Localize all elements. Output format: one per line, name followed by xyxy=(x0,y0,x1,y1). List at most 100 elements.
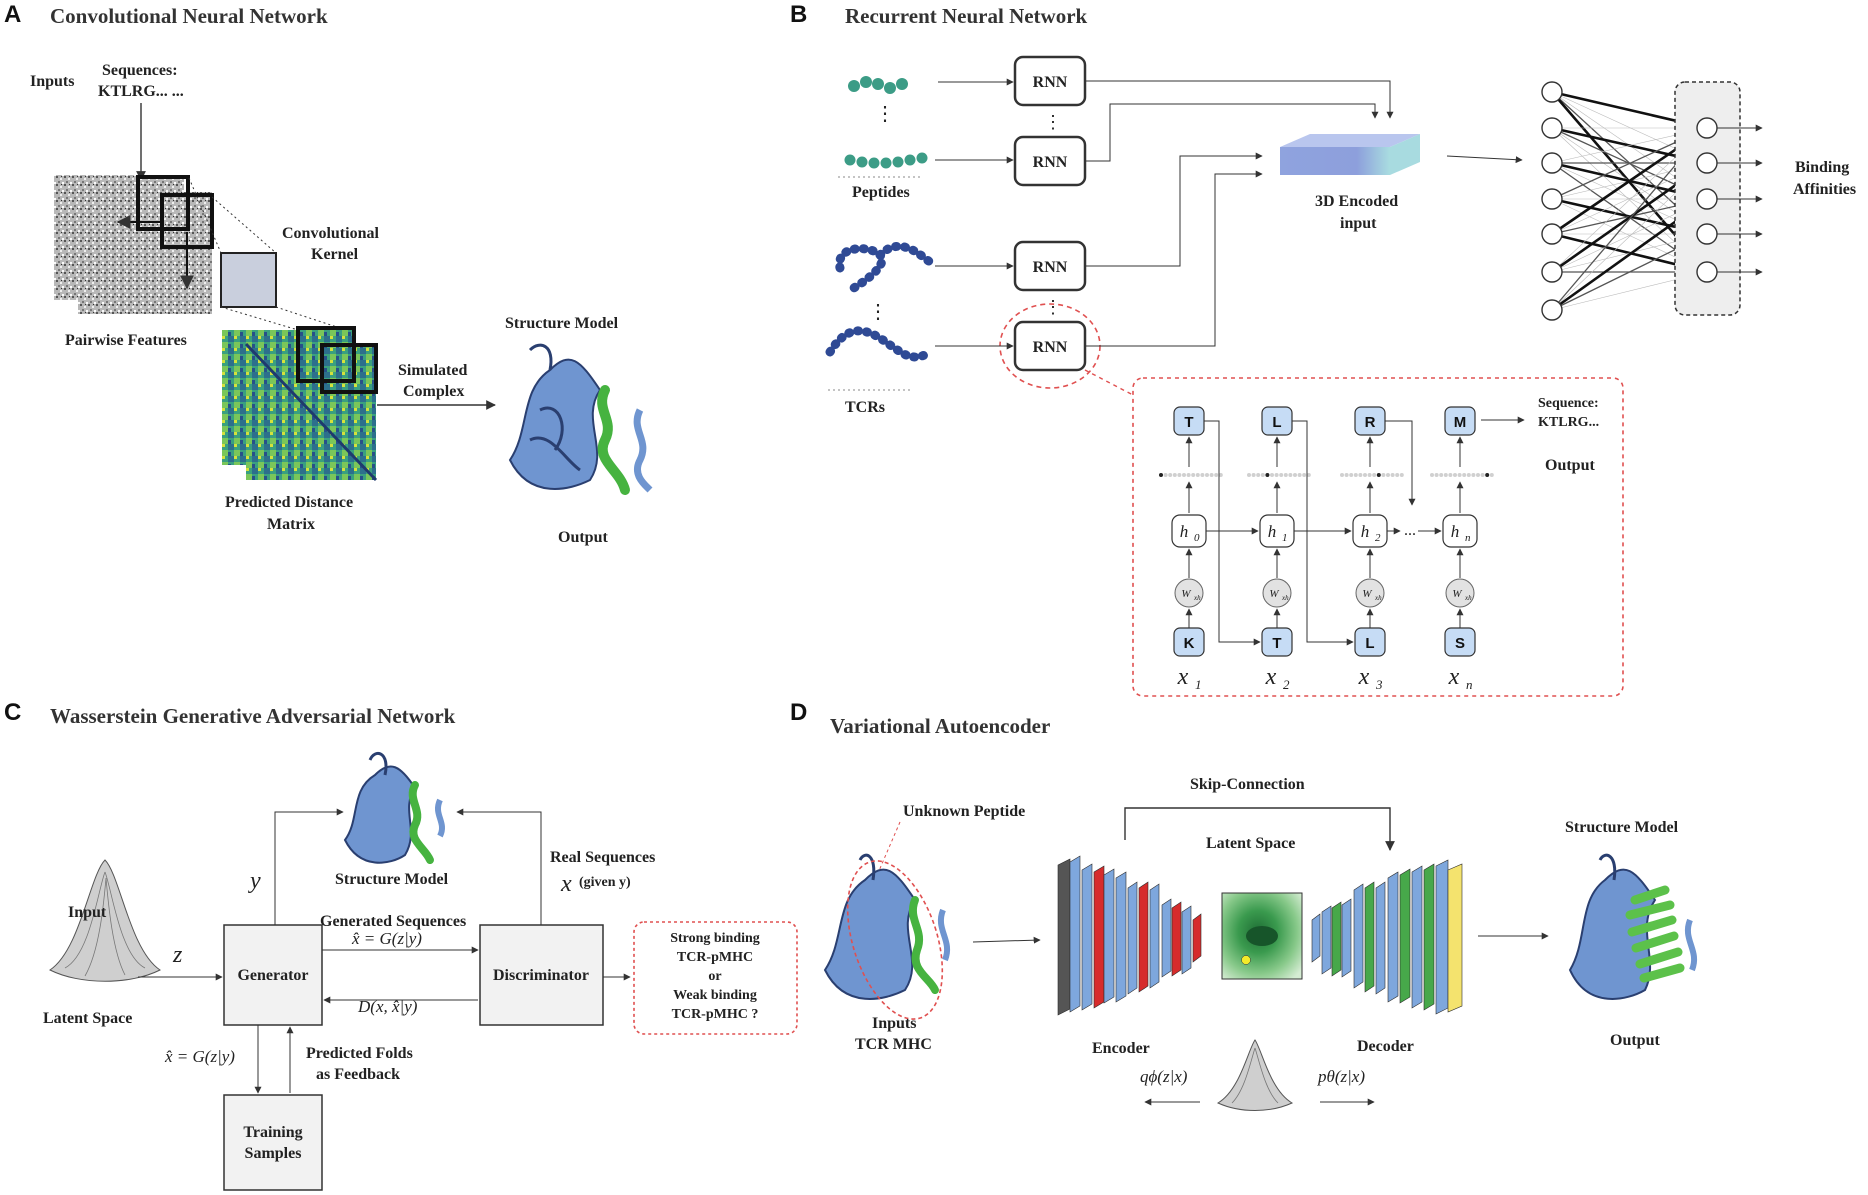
training-label-1: Training xyxy=(243,1124,302,1141)
or-label: or xyxy=(708,969,721,984)
tcr-strand-bottom xyxy=(825,326,930,362)
decoder-layer xyxy=(1375,881,1386,995)
decoder-layer xyxy=(1331,901,1342,977)
input-token-label: K xyxy=(1184,635,1195,652)
latent-gaussian-d xyxy=(1216,1039,1294,1111)
simulated-label-1: Simulated xyxy=(398,362,467,379)
panel-a-letter: A xyxy=(4,1,21,28)
y-symbol: y xyxy=(248,868,261,894)
hidden-state-sub: 0 xyxy=(1194,532,1200,544)
predicted-folds-label-1: Predicted Folds xyxy=(306,1045,413,1062)
discriminator-label: Discriminator xyxy=(493,967,589,984)
latent-space-label-d: Latent Space xyxy=(1206,835,1295,852)
generator-label: Generator xyxy=(237,967,308,984)
discriminator-box xyxy=(479,924,604,1026)
generator-box xyxy=(223,924,323,1026)
binding-affinities-label-2: Affinities xyxy=(1793,181,1856,198)
svg-text:RNN: RNN xyxy=(1033,339,1068,356)
x-input-sub: 3 xyxy=(1375,677,1383,692)
d-equation: D(x, x̂|y) xyxy=(357,997,418,1016)
structure-model-label-c: Structure Model xyxy=(335,871,449,888)
pred-dist-label-1: Predicted Distance xyxy=(225,494,353,511)
rnn-block-2: RNN xyxy=(1013,135,1087,187)
panel-c: C Wasserstein Generative Adversarial Net… xyxy=(4,699,798,1191)
panel-d: D Variational Autoencoder Skip-Connectio… xyxy=(790,699,1697,1111)
hidden-state-label: h xyxy=(1361,522,1370,541)
panel-d-title: Variational Autoencoder xyxy=(830,714,1050,738)
svg-text:RNN: RNN xyxy=(1033,74,1068,91)
panel-b: B Recurrent Neural Network ⋮ Peptides ⋮ … xyxy=(790,1,1856,697)
output-label-d: Output xyxy=(1610,1032,1660,1049)
peptides-label: Peptides xyxy=(852,184,910,201)
encoder-layers xyxy=(1057,855,1202,1016)
decoder-layer xyxy=(1447,863,1463,1013)
input-token-label: L xyxy=(1365,635,1374,652)
skip-connection-label: Skip-Connection xyxy=(1190,776,1305,793)
structure-model-label-a: Structure Model xyxy=(505,315,619,332)
encoder-layer xyxy=(1138,881,1149,993)
generated-seq-label: Generated Sequences xyxy=(320,913,466,930)
real-sequences-label: Real Sequences xyxy=(550,849,655,866)
hidden-state-label: h xyxy=(1180,522,1189,541)
dense-input-node xyxy=(1541,81,1563,103)
output-label-a: Output xyxy=(558,529,608,546)
encoder-layer xyxy=(1069,855,1081,1013)
x-input-label: x xyxy=(1448,664,1460,690)
binding-outcome-box xyxy=(633,921,798,1035)
input-token-label: T xyxy=(1272,635,1281,652)
sequences-value: KTLRG... ... xyxy=(98,83,184,100)
output-token-label: M xyxy=(1454,414,1467,431)
panel-c-letter: C xyxy=(4,699,21,726)
decoder-layer xyxy=(1399,868,1411,1004)
decoder-layer xyxy=(1353,883,1364,989)
encoder-layer xyxy=(1081,863,1093,1011)
p-equation: pθ(z|x) xyxy=(1317,1067,1365,1086)
rnn-unrolled-box xyxy=(1132,377,1624,697)
encoder-layer xyxy=(1192,913,1202,963)
protein-structure-input xyxy=(823,853,950,1020)
svg-text:RNN: RNN xyxy=(1033,154,1068,171)
encoder-layer xyxy=(1115,871,1127,1003)
hidden-state-sub: n xyxy=(1465,532,1471,544)
svg-text:⋮: ⋮ xyxy=(1044,112,1062,132)
dense-output-node xyxy=(1696,117,1718,139)
panel-b-title: Recurrent Neural Network xyxy=(845,4,1088,28)
inputs-label-d-1: Inputs xyxy=(872,1015,916,1032)
dense-input-node xyxy=(1541,223,1563,245)
dense-input-node xyxy=(1541,261,1563,283)
x-input-label: x xyxy=(1265,664,1277,690)
weight-label: W xyxy=(1362,588,1372,600)
dense-input-node xyxy=(1541,152,1563,174)
weight-node xyxy=(1262,578,1292,608)
xhat-equation-top: x̂ = G(z|y) xyxy=(351,929,422,948)
dense-input-node xyxy=(1541,117,1563,139)
sequence-output-label-2: KTLRG... xyxy=(1538,415,1599,430)
weight-sub: xh xyxy=(1281,594,1289,602)
pairwise-features-label: Pairwise Features xyxy=(65,332,187,349)
rnn-block-4: RNN xyxy=(1013,320,1087,372)
latent-space-label-c: Latent Space xyxy=(43,1010,132,1027)
input-token-label: S xyxy=(1455,635,1465,652)
weight-label: W xyxy=(1452,588,1462,600)
protein-structure-output xyxy=(1568,853,1697,1000)
structure-model-label-d: Structure Model xyxy=(1565,819,1679,836)
input-label-c: Input xyxy=(68,904,107,921)
real-x-symbol: x xyxy=(560,871,572,897)
output-token-label: L xyxy=(1272,414,1281,431)
weight-node xyxy=(1445,578,1475,608)
x-input-label: x xyxy=(1358,664,1370,690)
dense-network xyxy=(1541,81,1763,321)
binding-affinities-label-1: Binding xyxy=(1795,159,1849,176)
decoder-layer xyxy=(1411,865,1423,1009)
sequence-output-label-1: Sequence: xyxy=(1538,396,1599,411)
x-input-sub: n xyxy=(1466,677,1473,692)
given-y-label: (given y) xyxy=(579,875,631,890)
output-token xyxy=(1444,406,1476,436)
weight-node xyxy=(1355,578,1385,608)
inputs-label-d-2: TCR MHC xyxy=(855,1036,932,1053)
decoder-layer xyxy=(1423,863,1435,1011)
panel-c-title: Wasserstein Generative Adversarial Netwo… xyxy=(50,704,456,728)
protein-structure-c xyxy=(343,751,445,864)
